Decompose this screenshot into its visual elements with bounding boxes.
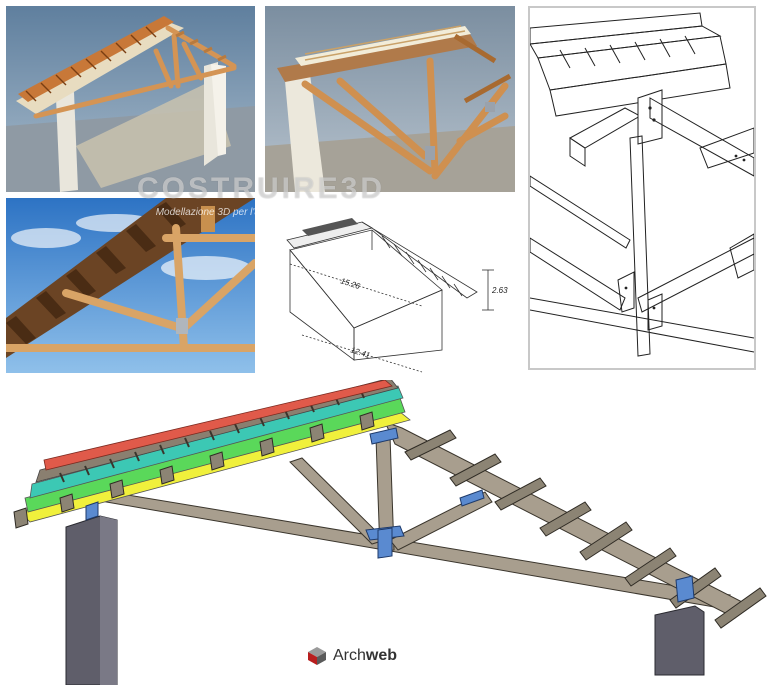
brand-suffix: web [365,647,398,664]
render-panel-underside [6,198,255,373]
truss-side-render [265,6,515,192]
dim-height: 2.63 [491,286,508,295]
dimensioned-sketch-panel: 15.26 12.41 2.63 [262,210,524,375]
joint-detail-drawing [530,8,754,368]
cad-truss-drawing [13,380,767,685]
archweb-logo: Archweb [307,645,397,667]
truss-front-render [6,6,255,192]
archweb-cube-icon [308,647,326,665]
underside-render [6,198,255,373]
render-panel-truss-side [265,6,515,192]
dimensioned-sketch: 15.26 12.41 2.63 [262,210,524,375]
brand-prefix: Arch [333,647,366,664]
cad-truss-main-view [0,380,770,685]
brand-name: Archweb [333,647,397,665]
line-drawing-joint-detail [528,6,756,370]
render-panel-truss-front [6,6,255,192]
